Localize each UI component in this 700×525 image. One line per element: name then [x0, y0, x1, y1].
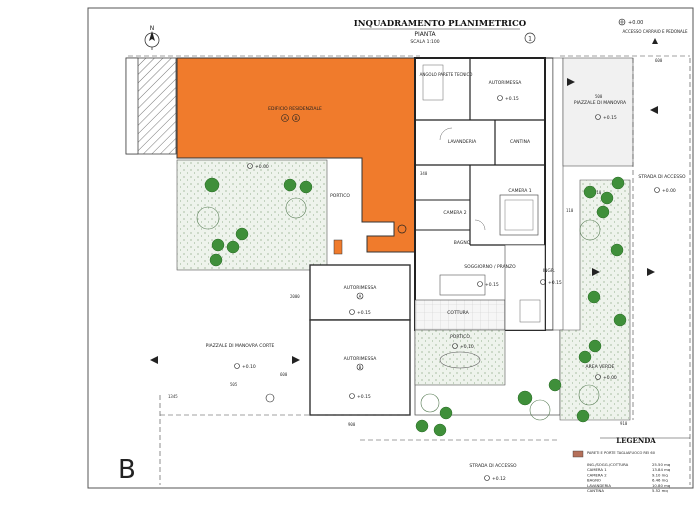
svg-text:1345: 1345: [168, 394, 178, 399]
sheet-letter: B: [118, 455, 136, 485]
legend-row-value: 9.10 mq: [652, 472, 668, 477]
residential-tag-b: B: [294, 116, 297, 122]
svg-text:600: 600: [655, 58, 663, 63]
level-ingresso: +0.15: [548, 280, 562, 286]
legend-row-name: LAVANDERIA: [587, 483, 611, 488]
legend-row-value: 10.80 mq: [652, 483, 671, 488]
garage-a-tag: A: [359, 294, 362, 299]
garage-b-tag: B: [359, 365, 362, 370]
legend-swatch: [572, 450, 584, 458]
svg-text:310: 310: [594, 190, 602, 195]
level-marker-icon: [618, 18, 626, 26]
plan-title: INQUADRAMENTO PLANIMETRICO: [354, 19, 527, 29]
section-marker-icon: [397, 224, 407, 234]
garage-block: [309, 264, 411, 416]
legend-row-value: 25.50 mq: [652, 462, 671, 467]
shrubs: [196, 197, 601, 421]
svg-text:1: 1: [528, 36, 532, 43]
svg-text:110: 110: [566, 208, 574, 213]
level-garage-a: +0.15: [357, 310, 371, 316]
legend-row-name: CAMERA 1: [587, 467, 607, 472]
level-residential: +0.00: [255, 164, 269, 170]
plan-subtitle: PIANTA: [414, 31, 436, 38]
garden-area: [176, 159, 328, 271]
piazzale-top-area: [562, 57, 634, 167]
svg-text:505: 505: [230, 382, 238, 387]
trees: [204, 176, 627, 437]
camera1-label: CAMERA 1: [508, 188, 531, 194]
table-icon: [439, 351, 481, 369]
dimension-labels: 500 310 110 340 600 900 1345 910 2000 50…: [168, 58, 663, 427]
arrow-icon: [592, 268, 600, 276]
soggiorno-label: SOGGIORNO / PRANZO: [464, 264, 516, 270]
garage-a-label: AUTORIMESSA: [344, 285, 378, 291]
residential-label: EDIFICIO RESIDENZIALE: [268, 106, 322, 112]
arrow-icon: [567, 78, 575, 86]
portico-bottom-area: [414, 329, 506, 386]
area-verde-label: AREA VERDE: [586, 364, 615, 370]
level-strada-right: +0.00: [662, 188, 676, 194]
north-label: N: [150, 25, 155, 32]
garage-b-label: AUTORIMESSA: [344, 356, 378, 362]
strada-bottom-label: STRADA DI ACCESSO: [469, 463, 517, 469]
piazzale-corte-label: PIAZZALE DI MANOVRA CORTE: [206, 343, 275, 349]
legend: LEGENDA PARETI E PORTE TAGLIAFUOCO REI 6…: [572, 436, 690, 493]
arrow-icon: [150, 356, 158, 364]
level-piazzale-top: +0.15: [603, 115, 617, 121]
svg-text:500: 500: [595, 94, 603, 99]
piazzale-top-label: PIAZZALE DI MANOVRA: [574, 100, 627, 106]
legend-title: LEGENDA: [616, 436, 656, 445]
arrow-icon: [647, 268, 655, 276]
legend-row-value: 13.84 mq: [652, 467, 671, 472]
svg-text:900: 900: [348, 422, 356, 427]
bagno-label: BAGNO: [454, 240, 471, 246]
level-garage-top: +0.15: [505, 96, 519, 102]
portico-top-label: PORTICO: [330, 193, 350, 199]
svg-text:910: 910: [620, 421, 628, 426]
arrow-icon: [650, 106, 658, 114]
legend-swatch-text: PARETI E PORTE TAGLIAFUOCO REI 60: [587, 451, 656, 455]
svg-text:600: 600: [280, 372, 288, 377]
level-top-right: +0.00: [628, 20, 643, 26]
level-strada-bottom: +0.12: [492, 476, 506, 482]
camera2-label: CAMERA 2: [443, 210, 466, 216]
garage-top-label: AUTORIMESSA: [489, 80, 523, 86]
level-soggiorno: +0.15: [485, 282, 499, 288]
level-piazzale-corte: +0.10: [242, 364, 256, 370]
cottura-label: COTTURA: [447, 310, 469, 316]
svg-text:2000: 2000: [290, 294, 300, 299]
section-marker-icon: [524, 32, 536, 44]
portico-bottom-label: PORTICO: [450, 334, 470, 340]
svg-text:340: 340: [420, 171, 428, 176]
cantina-label: CANTINA: [510, 139, 531, 145]
access-label: ACCESSO CARRAIO E PEDONALE: [623, 29, 688, 34]
legend-row-name: CANTINA: [587, 488, 604, 493]
residential-tag-a: A: [283, 116, 287, 122]
lavanderia-label: LAVANDERIA: [448, 139, 477, 145]
house-plan: [414, 57, 564, 416]
strada-right-label: STRADA DI ACCESSO: [638, 174, 686, 180]
level-area-verde: +0.00: [603, 375, 617, 381]
legend-row-value: 5.52 mq: [652, 488, 668, 493]
access-arrow-icon: [652, 38, 658, 44]
level-garage-b: +0.15: [357, 394, 371, 400]
legend-row-name: ING./SOGG./COTTURA: [587, 462, 629, 467]
north-arrow-icon: [144, 31, 160, 50]
section-marker-icon: [265, 393, 275, 403]
legend-row-value: 6.46 mq: [652, 478, 668, 483]
locale-tecnico-label: ANGOLO PARETE TECNICO: [420, 72, 473, 77]
ingresso-label: INGR.: [543, 268, 556, 274]
arrow-icon: [292, 356, 300, 364]
legend-row-name: CAMERA 2: [587, 472, 607, 477]
plan-scale: SCALA 1:100: [410, 39, 439, 45]
legend-row-name: BAGNO: [587, 478, 601, 483]
level-portico-bottom: +0.10: [460, 344, 474, 350]
